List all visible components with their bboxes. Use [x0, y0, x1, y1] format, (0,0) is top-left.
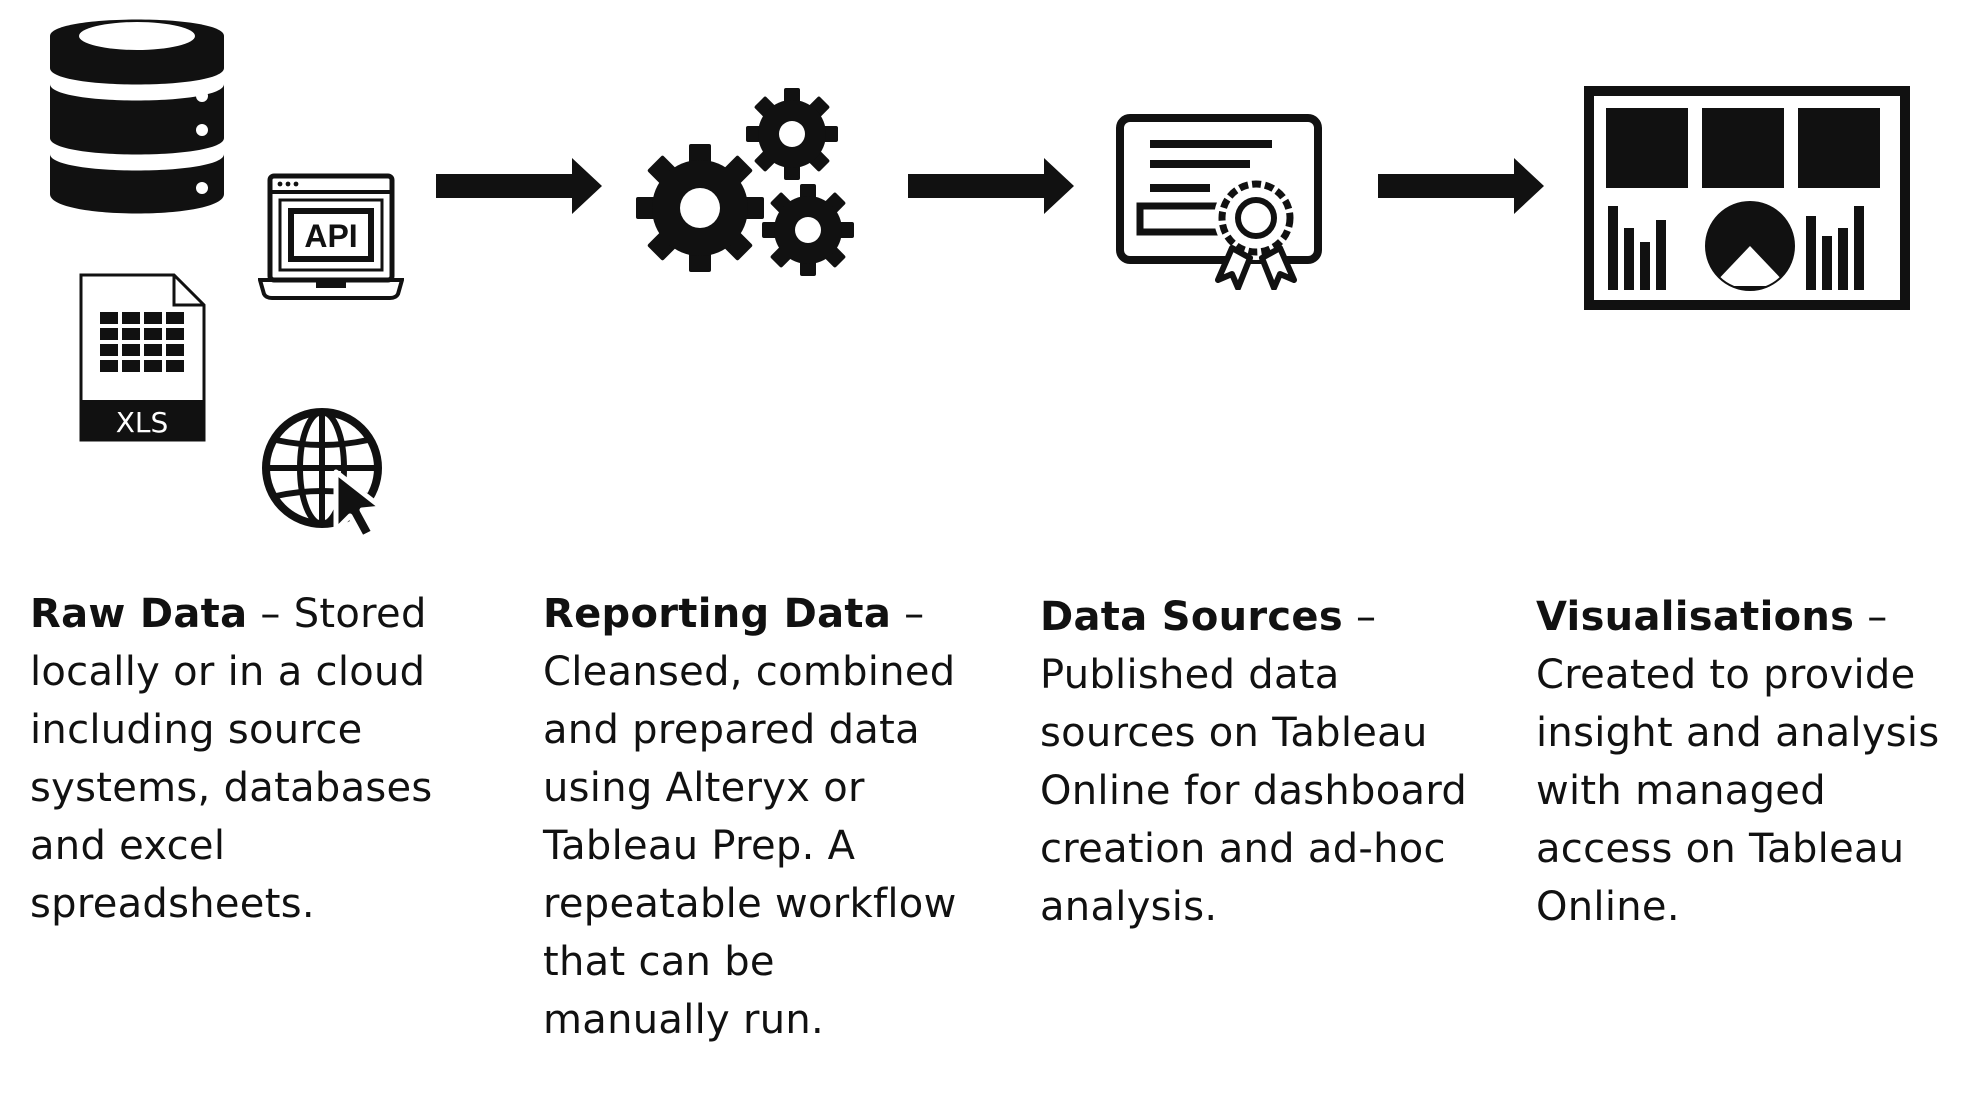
visualisations-text: Created to provide insight and analysis … — [1536, 652, 1940, 930]
reporting-data-separator: – — [891, 591, 925, 637]
xls-label: XLS — [116, 406, 169, 439]
gears-icon — [636, 88, 854, 276]
visualisations-separator: – — [1854, 594, 1888, 640]
dashboard-icon — [1584, 86, 1910, 310]
raw-data-text: Stored locally or in a cloud including s… — [30, 591, 433, 927]
reporting-data-description: Reporting Data – Cleansed, combined and p… — [543, 585, 973, 1049]
raw-data-separator: – — [247, 591, 294, 637]
flow-arrow-1 — [436, 158, 602, 214]
globe-cursor-icon — [262, 408, 385, 540]
api-label: API — [304, 218, 357, 254]
api-laptop-icon: API — [258, 173, 404, 300]
visualisations-description: Visualisations – Created to provide insig… — [1536, 588, 1956, 936]
raw-data-title: Raw Data — [30, 591, 248, 637]
visualisations-title: Visualisations — [1536, 594, 1855, 640]
flow-arrow-3 — [1378, 158, 1544, 214]
data-sources-title: Data Sources — [1040, 594, 1343, 640]
xls-file-icon: XLS — [79, 273, 206, 442]
reporting-data-text: Cleansed, combined and prepared data usi… — [543, 649, 957, 1043]
data-sources-text: Published data sources on Tableau Online… — [1040, 652, 1468, 930]
reporting-data-title: Reporting Data — [543, 591, 892, 637]
database-icon — [50, 19, 224, 214]
flow-arrow-2 — [908, 158, 1074, 214]
certificate-icon — [1116, 114, 1322, 290]
data-sources-separator: – — [1342, 594, 1377, 640]
raw-data-description: Raw Data – Stored locally or in a cloud … — [30, 585, 490, 933]
data-sources-description: Data Sources – Published data sources on … — [1040, 588, 1480, 936]
